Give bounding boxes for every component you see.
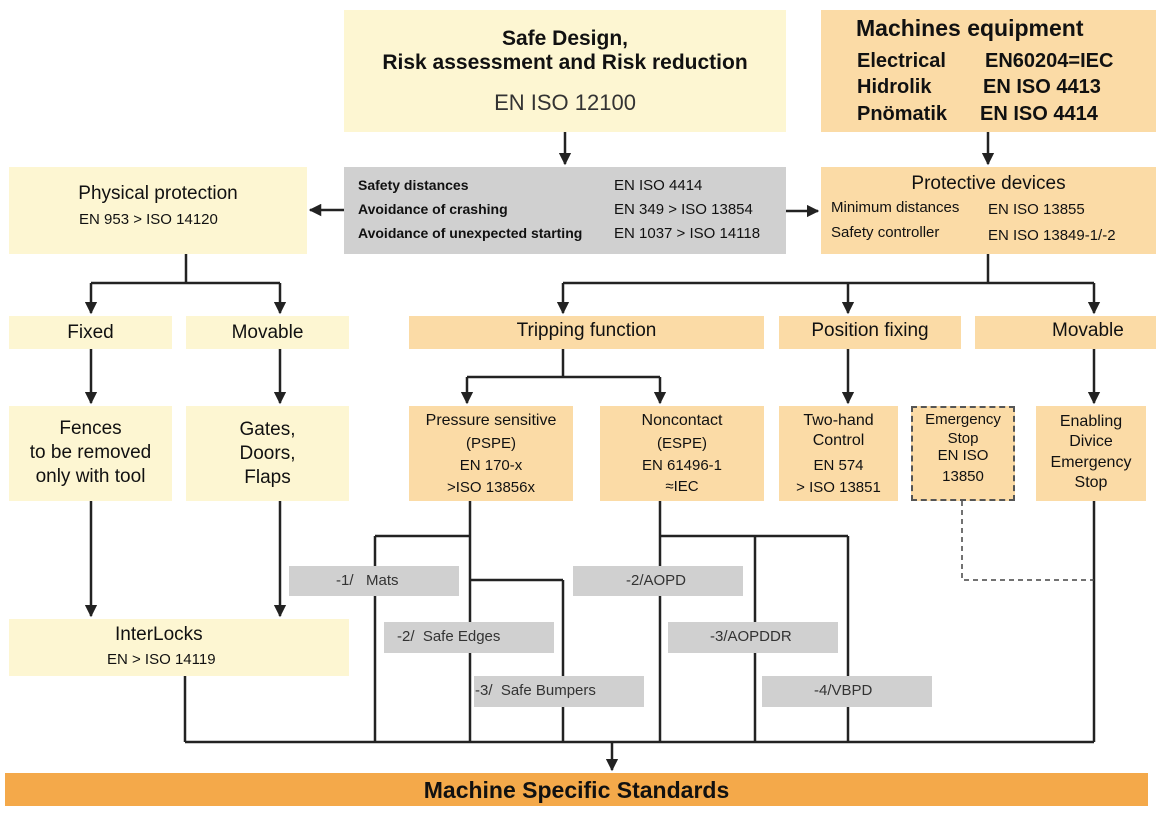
machines-row-standard: EN ISO 4413 [983,76,1101,98]
interlocks-title: InterLocks [115,624,203,645]
tag-safe-bumpers-label: -3/ Safe Bumpers [475,682,596,699]
machine-specific-standards-title: Machine Specific Standards [423,777,730,803]
gates-line3: Flaps [244,467,291,488]
tag-aopd-label: -2/AOPD [626,572,687,589]
tripping-function-title: Tripping function [516,320,657,341]
emergency-line4: 13850 [942,468,984,485]
safety-row-label: Safety distances [358,177,469,193]
interlocks-box: InterLocks EN > ISO 14119 [9,619,349,676]
physical-protection-standard: EN 953 > ISO 14120 [79,211,218,228]
safety-row-label: Avoidance of crashing [358,201,508,217]
twohand-line3: EN 574 [813,457,864,474]
machines-row-label: Hidrolik [857,76,932,98]
pressure-line3: EN 170-x [459,457,523,474]
enabling-line4: Stop [1074,474,1108,491]
fences-line1: Fences [59,418,122,439]
twohand-line2: Control [812,432,865,449]
movable-right-title: Movable [1052,320,1124,341]
tag-mats: -1/ Mats [289,566,459,596]
fences-line3: only with tool [35,466,146,487]
gates-line2: Doors, [239,443,296,464]
emergency-line2: Stop [947,430,979,447]
pressure-line2: (PSPE) [465,435,516,452]
tag-aopd: -2/AOPD [573,566,743,596]
tag-vbpd-label: -4/VBPD [814,682,873,699]
safety-box: Safety distances EN ISO 4414 Avoidance o… [344,167,786,254]
safety-row-standard: EN 1037 > ISO 14118 [614,225,761,242]
gates-line1: Gates, [239,419,296,440]
machine-specific-standards-bar: Machine Specific Standards [5,773,1148,806]
machines-equipment-box: Machines equipment Electrical EN60204=IE… [821,10,1156,132]
tag-safe-bumpers: -3/ Safe Bumpers [474,676,644,707]
pressure-line1: Pressure sensitive [425,412,557,429]
enabling-line1: Enabling [1059,413,1123,430]
machines-row-standard: EN60204=IEC [985,50,1114,72]
tag-vbpd: -4/VBPD [762,676,932,707]
tag-safe-edges-label: -2/ Safe Edges [397,628,501,645]
enabling-line2: Divice [1069,433,1113,450]
physical-protection-title: Physical protection [78,183,238,204]
protective-row-label: Minimum distances [831,199,960,216]
two-hand-control-box: Two-hand Control EN 574 > ISO 13851 [779,406,898,501]
safety-row-standard: EN 349 > ISO 13854 [614,201,753,218]
machines-row-standard: EN ISO 4414 [980,103,1098,125]
movable-left-box: Movable [186,316,349,349]
position-fixing-title: Position fixing [811,320,929,341]
pressure-sensitive-box: Pressure sensitive (PSPE) EN 170-x >ISO … [409,406,573,501]
safety-row-label: Avoidance of unexpected starting [358,225,583,241]
machines-row-label: Pnömatik [857,103,948,125]
gates-box: Gates, Doors, Flaps [186,406,349,501]
safe-design-box: Safe Design, Risk assessment and Risk re… [344,10,786,132]
safe-design-title-line1: Safe Design, [501,27,629,50]
emergency-line3: EN ISO [937,447,989,464]
tag-aopddr: -3/AOPDDR [668,622,838,653]
protective-row-standard: EN ISO 13855 [988,201,1085,218]
protective-devices-box: Protective devices Minimum distances EN … [821,167,1156,254]
twohand-line1: Two-hand [803,412,874,429]
twohand-line4: > ISO 13851 [796,479,881,496]
safety-row-standard: EN ISO 4414 [614,177,703,194]
tripping-function-box: Tripping function [409,316,764,349]
protective-row-label: Safety controller [831,224,940,241]
fixed-title: Fixed [67,322,114,343]
interlocks-standard: EN > ISO 14119 [107,651,216,668]
movable-right-box: Movable [975,316,1156,349]
machines-row-label: Electrical [857,50,946,72]
protective-row-standard: EN ISO 13849-1/-2 [988,227,1116,244]
noncontact-line3: EN 61496-1 [641,457,723,474]
physical-protection-box: Physical protection EN 953 > ISO 14120 [9,167,307,254]
movable-left-title: Movable [231,322,304,343]
position-fixing-box: Position fixing [779,316,961,349]
emergency-line1: Emergency [925,411,1001,428]
protective-devices-title: Protective devices [911,173,1066,194]
enabling-line3: Emergency [1050,454,1132,471]
tag-aopddr-label: -3/AOPDDR [710,628,792,645]
enabling-device-box: Enabling Divice Emergency Stop [1036,406,1146,501]
safe-design-standard: EN ISO 12100 [494,90,636,115]
pressure-line4: >ISO 13856x [447,479,535,496]
tag-mats-label: -1/ Mats [336,572,399,589]
machines-equipment-title: Machines equipment [856,15,1084,41]
emergency-stop-box: Emergency Stop EN ISO 13850 [911,406,1015,501]
fences-line2: to be removed [29,442,152,463]
tag-safe-edges: -2/ Safe Edges [384,622,554,653]
fences-box: Fences to be removed only with tool [9,406,172,501]
noncontact-line2: (ESPE) [656,435,707,452]
noncontact-line4: ≈IEC [665,478,699,495]
fixed-box: Fixed [9,316,172,349]
noncontact-line1: Noncontact [641,412,723,429]
noncontact-box: Noncontact (ESPE) EN 61496-1 ≈IEC [600,406,764,501]
safe-design-title-line2: Risk assessment and Risk reduction [382,51,748,74]
